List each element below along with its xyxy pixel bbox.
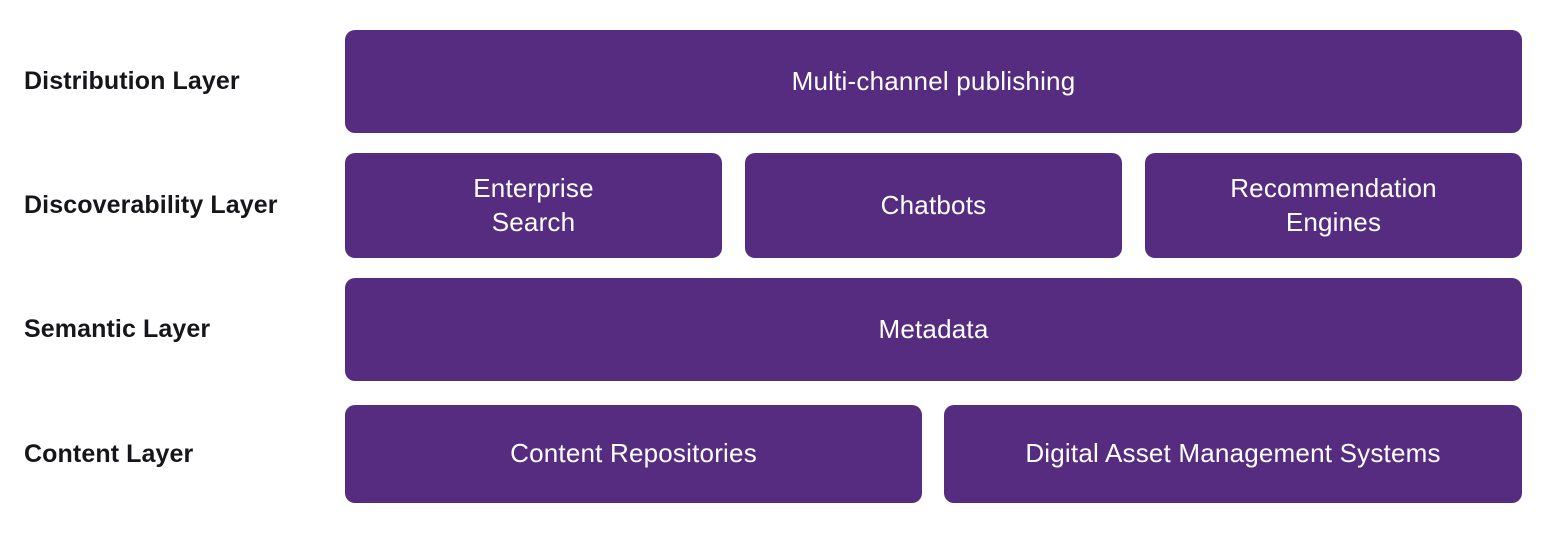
- layer-row-discoverability: Discoverability Layer Enterprise Search …: [0, 153, 1542, 258]
- layer-row-semantic: Semantic Layer Metadata: [0, 278, 1542, 381]
- layer-row-distribution: Distribution Layer Multi-channel publish…: [0, 30, 1542, 133]
- node-enterprise-search-line2: Search: [491, 206, 576, 237]
- node-enterprise-search-line1: Enterprise: [473, 172, 594, 203]
- node-enterprise-search[interactable]: Enterprise Search: [345, 153, 722, 258]
- node-recommendation-engines[interactable]: Recommendation Engines: [1145, 153, 1522, 258]
- layer-label-semantic: Semantic Layer: [24, 315, 211, 344]
- layer-row-content: Content Layer Content Repositories Digit…: [0, 405, 1542, 503]
- layer-boxes-discoverability: Enterprise Search Chatbots Recommendatio…: [345, 153, 1522, 258]
- layer-label-distribution: Distribution Layer: [24, 67, 240, 96]
- node-metadata[interactable]: Metadata: [345, 278, 1522, 381]
- layer-boxes-content: Content Repositories Digital Asset Manag…: [345, 405, 1522, 503]
- node-recommendation-engines-line1: Recommendation: [1230, 172, 1437, 203]
- node-chatbots[interactable]: Chatbots: [745, 153, 1122, 258]
- layer-label-discoverability: Discoverability Layer: [24, 191, 278, 220]
- node-content-repositories[interactable]: Content Repositories: [345, 405, 922, 503]
- layer-label-content: Content Layer: [24, 439, 194, 468]
- node-recommendation-engines-line2: Engines: [1285, 206, 1382, 237]
- node-digital-asset-management-systems[interactable]: Digital Asset Management Systems: [944, 405, 1522, 503]
- layer-boxes-semantic: Metadata: [345, 278, 1522, 381]
- layer-boxes-distribution: Multi-channel publishing: [345, 30, 1522, 133]
- node-multi-channel-publishing[interactable]: Multi-channel publishing: [345, 30, 1522, 133]
